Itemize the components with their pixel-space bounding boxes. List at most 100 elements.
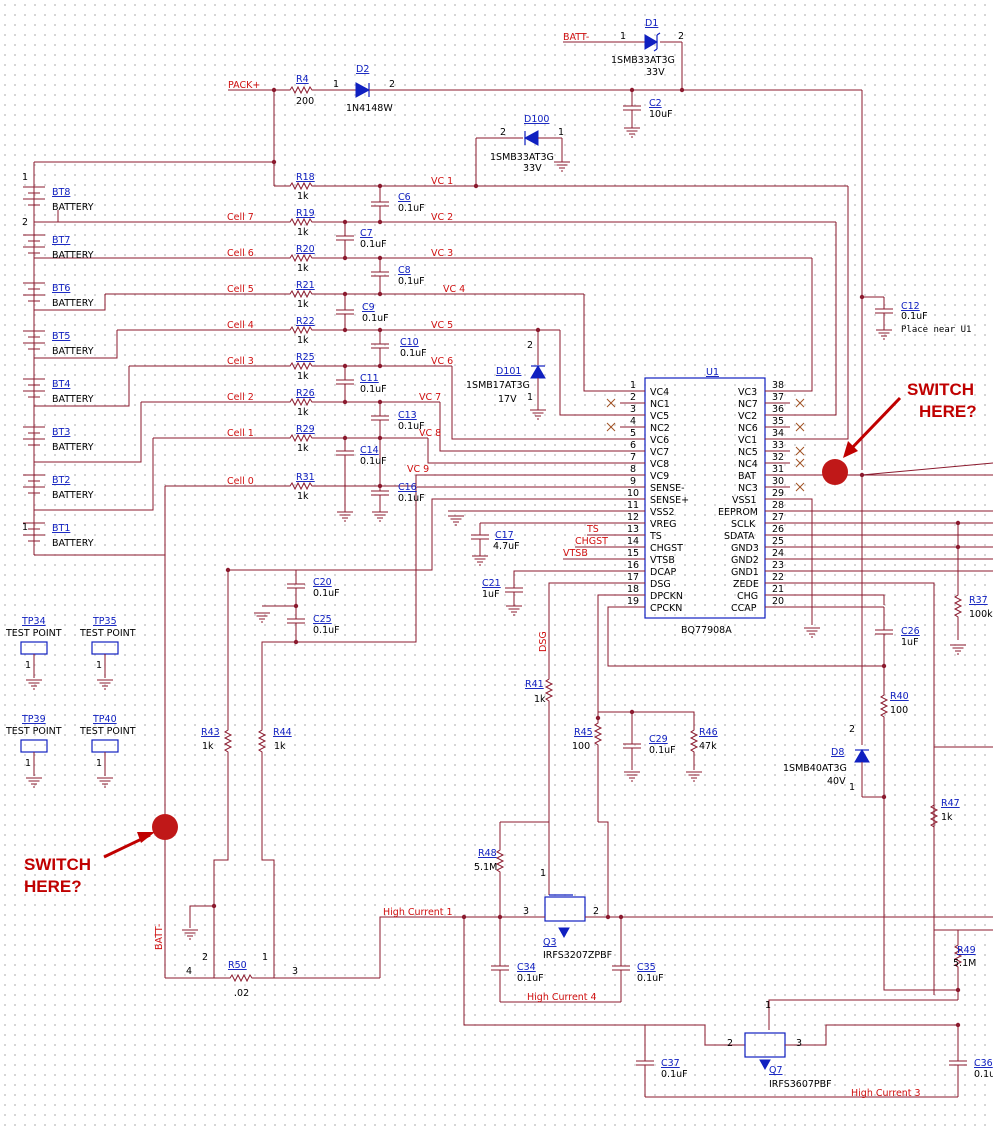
svg-text:0.1uF: 0.1uF	[362, 313, 389, 324]
svg-text:BT3: BT3	[52, 427, 70, 438]
svg-text:2: 2	[593, 906, 599, 917]
switch-label-left-1: SWITCH	[24, 855, 91, 874]
svg-text:17: 17	[627, 572, 639, 583]
svg-text:BATTERY: BATTERY	[52, 490, 94, 501]
switch-annotation-left: SWITCH HERE?	[24, 814, 178, 896]
svg-text:1SMB40AT3G: 1SMB40AT3G	[783, 763, 847, 774]
svg-text:38: 38	[772, 380, 784, 391]
svg-text:CCAP: CCAP	[731, 603, 757, 614]
svg-text:NC7: NC7	[738, 399, 758, 410]
svg-text:0.1uF: 0.1uF	[637, 973, 664, 984]
svg-text:BT5: BT5	[52, 331, 70, 342]
svg-text:BQ77908A: BQ77908A	[681, 625, 732, 636]
svg-text:TEST POINT: TEST POINT	[5, 628, 62, 639]
svg-text:1k: 1k	[297, 191, 309, 202]
svg-text:R31: R31	[296, 472, 315, 483]
svg-text:C10: C10	[400, 337, 419, 348]
svg-text:R22: R22	[296, 316, 315, 327]
svg-text:2: 2	[678, 31, 684, 42]
svg-text:1k: 1k	[297, 371, 309, 382]
svg-text:3: 3	[630, 404, 636, 415]
svg-text:C35: C35	[637, 962, 656, 973]
switch-marker-right[interactable]	[822, 459, 848, 485]
svg-text:Cell 3: Cell 3	[227, 356, 254, 367]
svg-text:0.1uF: 0.1uF	[661, 1069, 688, 1080]
svg-text:1SMB33AT3G: 1SMB33AT3G	[611, 55, 675, 66]
svg-text:D1: D1	[645, 18, 658, 29]
sense-filter	[165, 567, 520, 982]
svg-text:C8: C8	[398, 265, 411, 276]
svg-text:TP35: TP35	[92, 616, 117, 627]
svg-text:1uF: 1uF	[901, 637, 919, 648]
svg-text:1: 1	[25, 758, 31, 769]
svg-text:C14: C14	[360, 445, 379, 456]
svg-text:Cell 7: Cell 7	[227, 212, 254, 223]
svg-text:22: 22	[772, 572, 784, 583]
svg-text:VC8: VC8	[650, 459, 669, 470]
svg-text:3: 3	[523, 906, 529, 917]
svg-text:Cell 4: Cell 4	[227, 320, 254, 331]
svg-text:37: 37	[772, 392, 784, 403]
svg-text:VC 6: VC 6	[431, 356, 453, 367]
svg-text:BT4: BT4	[52, 379, 70, 390]
svg-text:Q3: Q3	[543, 937, 557, 948]
svg-text:C2: C2	[649, 98, 662, 109]
svg-text:C11: C11	[360, 373, 379, 384]
svg-text:BATTERY: BATTERY	[52, 202, 94, 213]
svg-text:0.1uF: 0.1uF	[360, 239, 387, 250]
svg-text:VC 2: VC 2	[431, 212, 453, 223]
svg-text:9: 9	[630, 476, 636, 487]
svg-text:C37: C37	[661, 1058, 680, 1069]
svg-text:TEST POINT: TEST POINT	[79, 628, 136, 639]
svg-text:1N4148W: 1N4148W	[346, 103, 393, 114]
svg-text:R19: R19	[296, 208, 315, 219]
svg-text:200: 200	[296, 96, 314, 107]
svg-text:VREG: VREG	[650, 519, 676, 530]
svg-text:R49: R49	[957, 945, 976, 956]
svg-text:R43: R43	[201, 727, 220, 738]
svg-text:NC3: NC3	[738, 483, 758, 494]
svg-text:28: 28	[772, 500, 784, 511]
svg-text:1k: 1k	[297, 299, 309, 310]
svg-text:Cell 0: Cell 0	[227, 476, 254, 487]
svg-text:TEST POINT: TEST POINT	[5, 726, 62, 737]
svg-text:.02: .02	[234, 988, 249, 999]
svg-text:1: 1	[262, 952, 268, 963]
svg-text:Cell 6: Cell 6	[227, 248, 254, 259]
switch-label-left-2: HERE?	[24, 877, 82, 896]
svg-text:DPCKN: DPCKN	[650, 591, 683, 602]
svg-text:100: 100	[572, 741, 590, 752]
svg-text:VC 3: VC 3	[431, 248, 453, 259]
svg-text:VC 4: VC 4	[443, 284, 465, 295]
svg-text:R37: R37	[969, 595, 988, 606]
svg-text:C36: C36	[974, 1058, 993, 1069]
svg-text:1k: 1k	[297, 335, 309, 346]
svg-text:1: 1	[96, 758, 102, 769]
svg-text:1k: 1k	[274, 741, 286, 752]
svg-text:Cell 5: Cell 5	[227, 284, 254, 295]
svg-text:15: 15	[627, 548, 639, 559]
svg-text:High Current 4: High Current 4	[527, 992, 597, 1003]
svg-text:0.1u: 0.1u	[974, 1069, 993, 1080]
svg-text:14: 14	[627, 536, 639, 547]
sense-network	[34, 182, 848, 555]
svg-text:1: 1	[25, 660, 31, 671]
svg-text:High Current 1: High Current 1	[383, 907, 453, 918]
switch-marker-left[interactable]	[152, 814, 178, 840]
svg-text:23: 23	[772, 560, 784, 571]
svg-text:1: 1	[96, 660, 102, 671]
svg-text:SCLK: SCLK	[731, 519, 756, 530]
svg-text:R26: R26	[296, 388, 315, 399]
svg-text:EEPROM: EEPROM	[718, 507, 758, 518]
svg-text:VTSB: VTSB	[650, 555, 675, 566]
svg-text:1SMB33AT3G: 1SMB33AT3G	[490, 152, 554, 163]
svg-text:D2: D2	[356, 64, 369, 75]
svg-text:VC4: VC4	[650, 387, 669, 398]
svg-text:VC7: VC7	[650, 447, 669, 458]
svg-text:0.1uF: 0.1uF	[649, 745, 676, 756]
svg-text:D100: D100	[524, 114, 549, 125]
svg-text:C16: C16	[398, 482, 417, 493]
svg-text:20: 20	[772, 596, 784, 607]
